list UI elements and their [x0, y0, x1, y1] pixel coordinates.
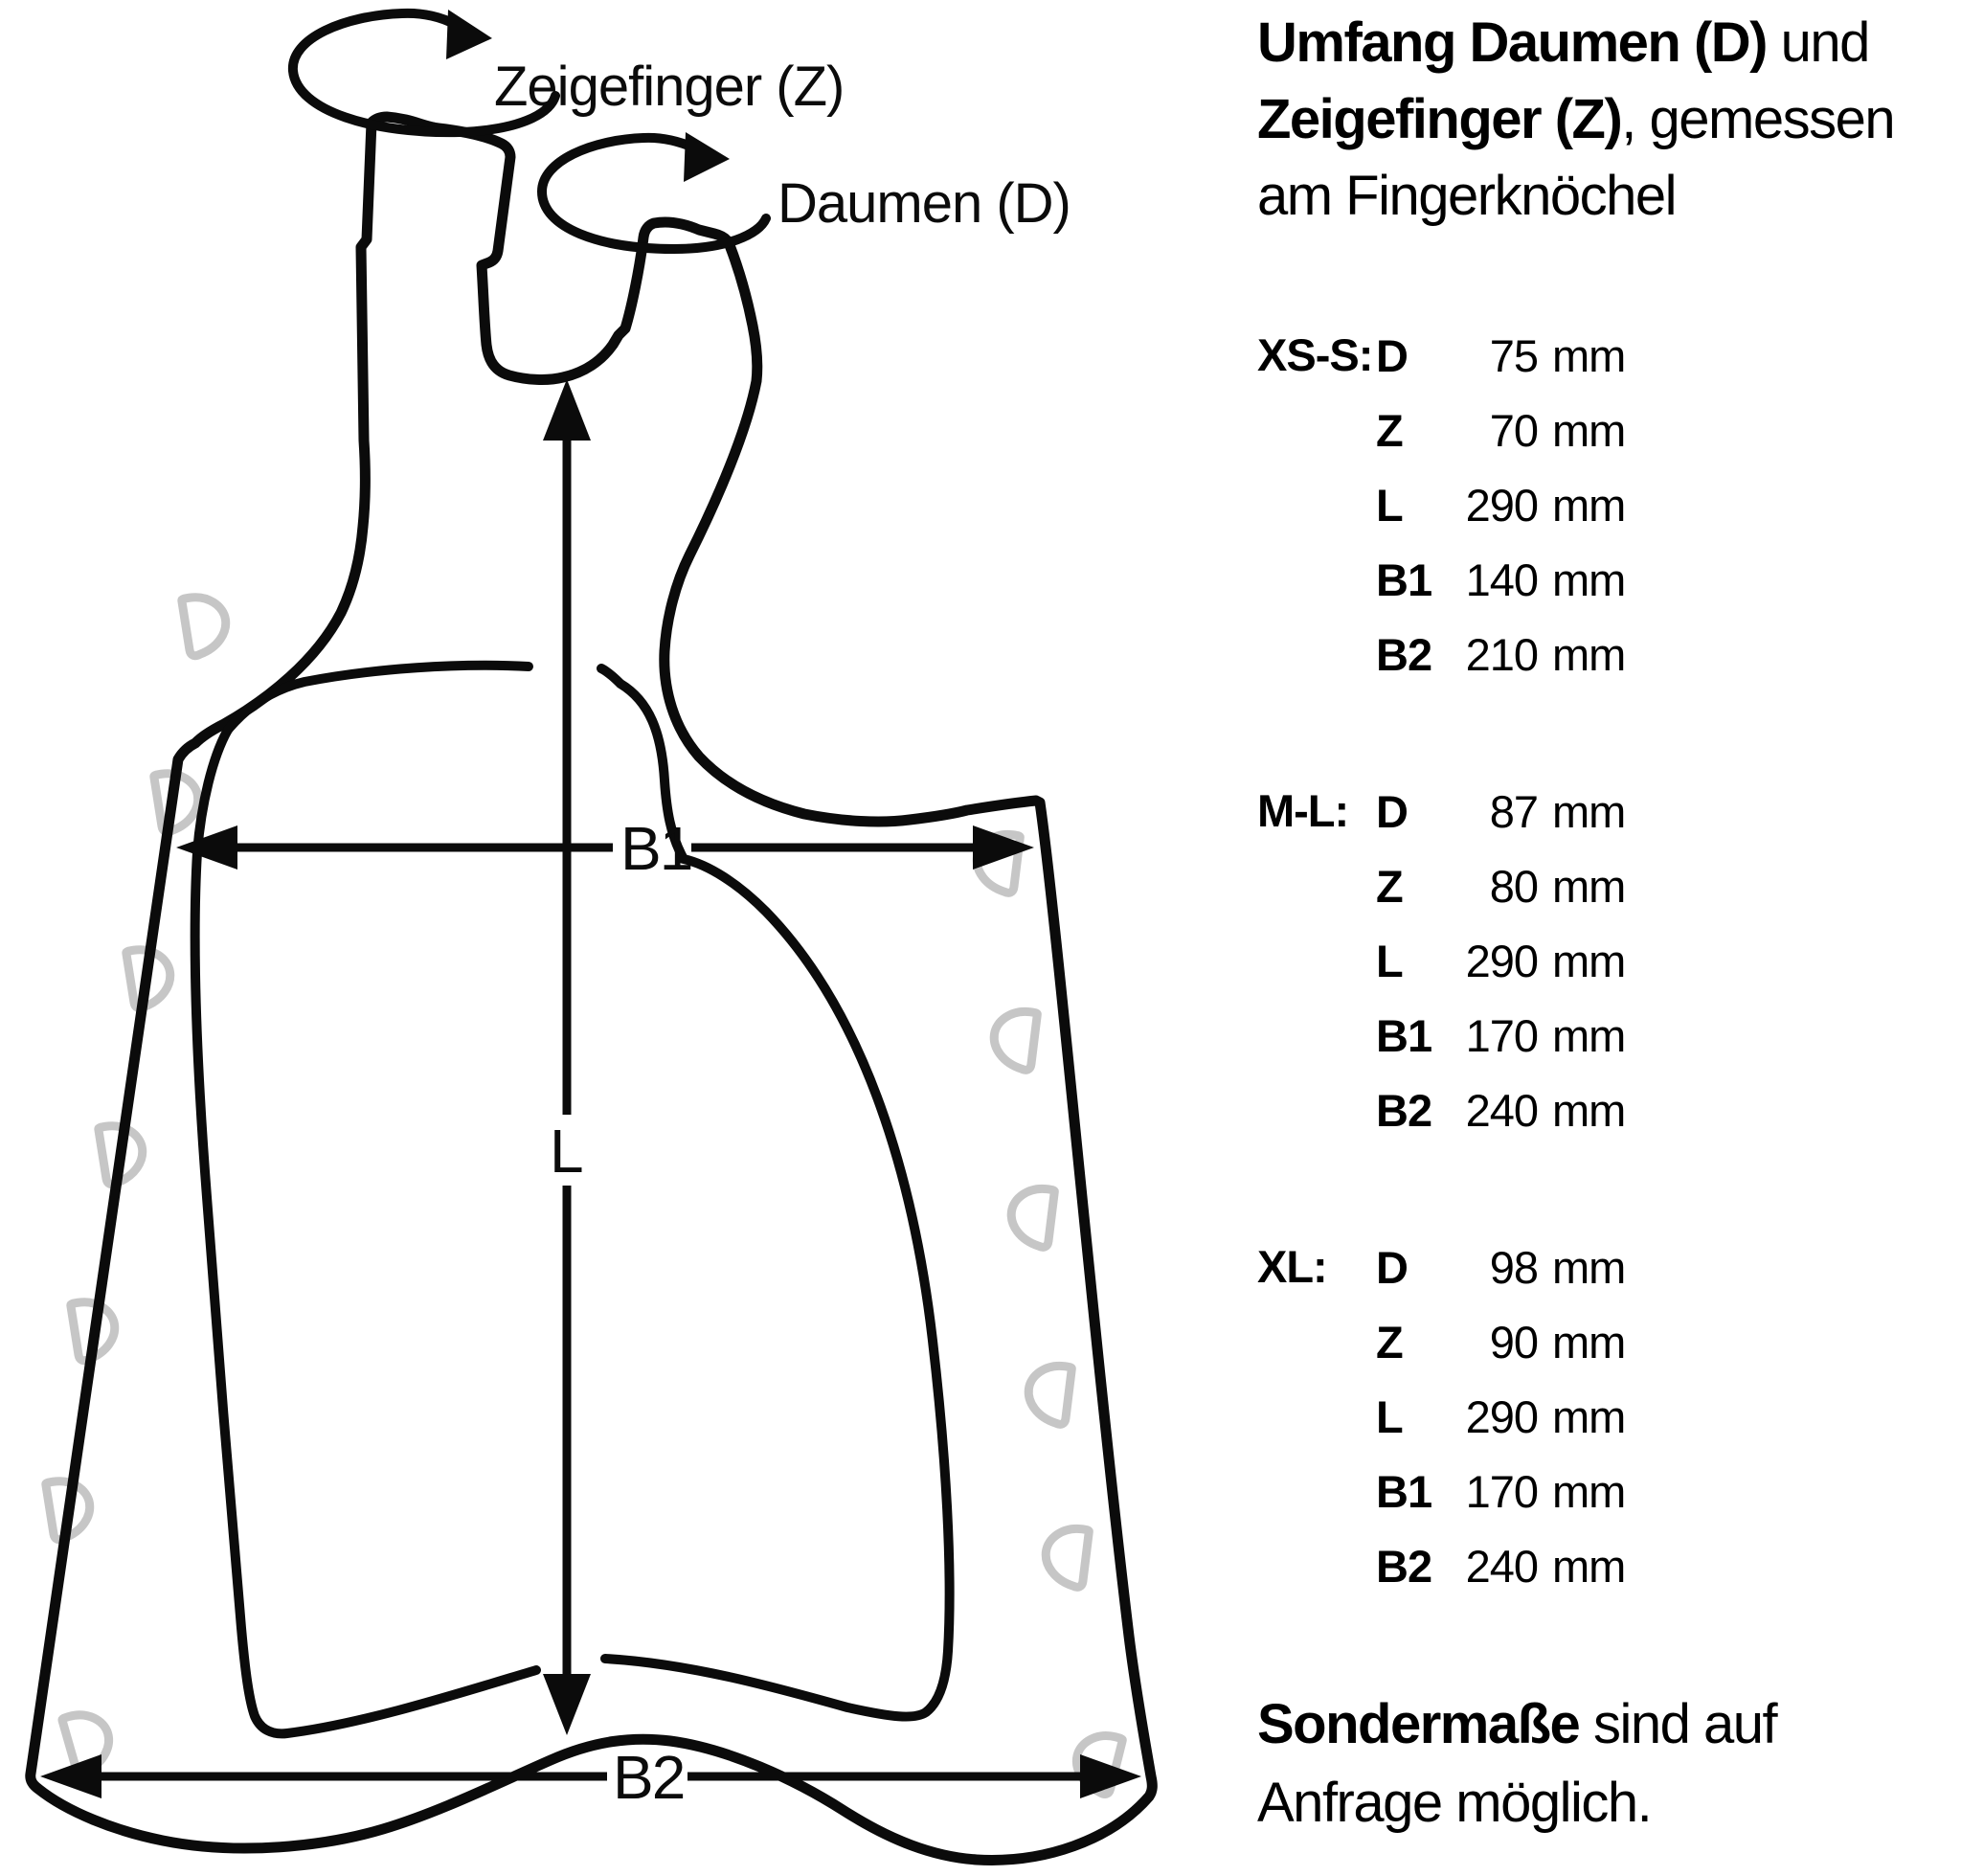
measurement-row: Z 90 mm [1376, 1304, 1626, 1379]
measure-unit: mm [1552, 329, 1626, 381]
measure-value: 87 [1489, 785, 1539, 837]
index-finger-rotation-arrow [287, 8, 560, 138]
instructions-rest-1: und [1766, 11, 1871, 74]
instructions-line-2: Zeigefinger (Z), gemessen [1257, 81, 1896, 158]
measure-key: L [1376, 479, 1404, 531]
measure-value: 140 [1465, 554, 1539, 605]
thumb-label: Daumen (D) [778, 172, 1071, 235]
measure-key: B1 [1376, 554, 1432, 605]
index-finger-label: Zeigefinger (Z) [494, 56, 844, 118]
measure-value: 70 [1489, 404, 1539, 456]
measure-value: 290 [1465, 479, 1539, 531]
measure-key: B1 [1376, 1009, 1432, 1061]
measure-key: Z [1376, 1316, 1404, 1367]
measure-value: 290 [1465, 935, 1539, 986]
length-arrow [543, 379, 591, 1735]
measure-key: B2 [1376, 1540, 1432, 1592]
measure-unit: mm [1552, 785, 1626, 837]
measure-unit: mm [1552, 860, 1626, 912]
measure-value: 170 [1465, 1465, 1539, 1517]
strap-loops-right [973, 831, 1122, 1796]
measure-key: D [1376, 1241, 1409, 1293]
size-label: M-L: [1257, 785, 1349, 836]
width-bottom-arrow [40, 1754, 1141, 1798]
measure-unit: mm [1552, 404, 1626, 456]
measure-value: 170 [1465, 1009, 1539, 1061]
measure-instructions: Umfang Daumen (D) und Zeigefinger (Z), g… [1257, 5, 1896, 235]
seam-line [190, 660, 955, 1739]
measure-value: 98 [1489, 1241, 1539, 1293]
measure-value: 290 [1465, 1390, 1539, 1442]
measurement-row: L 290 mm [1376, 923, 1626, 998]
measure-key: L [1376, 935, 1404, 986]
measure-unit: mm [1552, 935, 1626, 986]
length-label: L [550, 1117, 582, 1186]
measure-value: 75 [1489, 329, 1539, 381]
note-bold: Sondermaße [1257, 1693, 1581, 1755]
instructions-bold-2: Zeigefinger (Z) [1257, 88, 1623, 150]
splint-pattern-diagram: L B1 B2 Zeigefinger (Z) Daumen (D) [25, 8, 1158, 1865]
measure-unit: mm [1552, 1316, 1626, 1367]
measure-unit: mm [1552, 628, 1626, 680]
instructions-rest-2: , gemessen [1621, 88, 1895, 150]
measure-key: D [1376, 785, 1409, 837]
instructions-line-1: Umfang Daumen (D) und [1257, 5, 1894, 81]
size-label: XL: [1257, 1241, 1328, 1292]
instructions-line-3: am Fingerknöchel [1257, 165, 1678, 227]
measure-value: 240 [1465, 1540, 1539, 1592]
measurement-row: B1 140 mm [1376, 542, 1626, 617]
measure-value: 90 [1489, 1316, 1539, 1367]
measure-key: B2 [1376, 628, 1432, 680]
pattern-outline [25, 111, 1158, 1865]
width-top-arrow [176, 825, 1034, 870]
thumb-rotation-arrow [536, 132, 771, 255]
measure-key: D [1376, 329, 1409, 381]
measure-key: B2 [1376, 1084, 1432, 1136]
note-line-1: Sondermaße sind auf [1257, 1685, 1778, 1764]
measure-unit: mm [1552, 554, 1626, 605]
size-label: XS-S: [1257, 329, 1373, 380]
measure-unit: mm [1552, 1390, 1626, 1442]
measure-unit: mm [1552, 1241, 1626, 1293]
custom-sizes-note: Sondermaße sind auf Anfrage möglich. [1257, 1685, 1778, 1842]
measure-key: B1 [1376, 1465, 1432, 1517]
measure-key: Z [1376, 404, 1404, 456]
measure-key: Z [1376, 860, 1404, 912]
measure-value: 240 [1465, 1084, 1539, 1136]
note-line-2: Anfrage möglich. [1257, 1772, 1653, 1834]
measure-unit: mm [1552, 1009, 1626, 1061]
width-top-label: B1 [620, 814, 691, 883]
measure-value: 80 [1489, 860, 1539, 912]
measure-unit: mm [1552, 1084, 1626, 1136]
measure-key: L [1376, 1390, 1404, 1442]
note-rest: sind auf [1579, 1693, 1778, 1755]
width-bottom-label: B2 [613, 1743, 684, 1812]
measure-unit: mm [1552, 1540, 1626, 1592]
measure-unit: mm [1552, 1465, 1626, 1517]
measure-unit: mm [1552, 479, 1626, 531]
measure-value: 210 [1465, 628, 1539, 680]
sizing-panel: Umfang Daumen (D) und Zeigefinger (Z), g… [1257, 0, 1961, 1876]
instructions-bold-1: Umfang Daumen (D) [1257, 11, 1768, 74]
